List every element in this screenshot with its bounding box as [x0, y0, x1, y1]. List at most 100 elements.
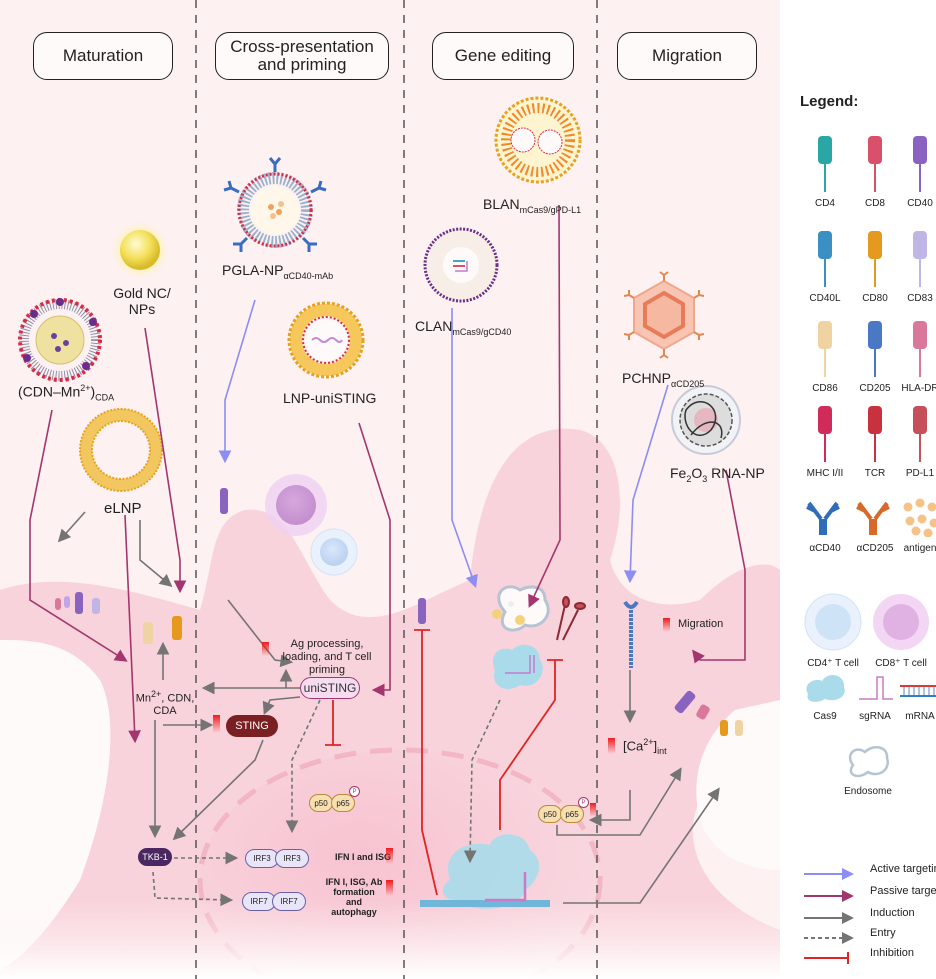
cdn-mn-nanoparticle	[18, 298, 102, 382]
fe2o3-nanoparticle	[671, 385, 741, 455]
arrow-icon	[804, 890, 854, 902]
legend-cd40: αCD40	[795, 475, 855, 554]
legend-antigen: antigen	[890, 475, 936, 554]
legend-cd86: CD86	[795, 315, 855, 394]
legend-cd40: CD40	[890, 130, 936, 209]
arrow-dna-to-markers	[563, 787, 720, 904]
entry-cas9-nucleus	[463, 699, 501, 864]
upregulate-ifn-icon	[386, 848, 393, 864]
legend-caption: CD40L	[809, 293, 841, 304]
upregulate-p65-icon	[590, 803, 596, 817]
irf7-node: IRF7	[242, 892, 276, 911]
inhibition-bar-icon	[804, 952, 849, 964]
arrow-gold-passive	[144, 327, 187, 594]
legend-caption: CD4	[814, 198, 835, 209]
cd205-receptor-migration	[623, 600, 639, 668]
legend-arrow-label: Active targeting	[870, 863, 936, 875]
label-lnp-unisting: LNP-uniSTING	[283, 390, 377, 406]
irf3-node: IRF3	[245, 849, 279, 868]
legend-caption: CD8	[864, 198, 885, 209]
upregulate-sting-icon	[213, 715, 220, 733]
cd40-receptor-gene	[418, 598, 426, 624]
inhibit-unisting-p65	[325, 700, 341, 746]
upregulate-ifn-ab-icon	[386, 880, 393, 896]
legend-caption: αCD40	[809, 543, 841, 554]
phospho-icon: P	[578, 797, 589, 808]
legend-arrow-label: Entry	[870, 927, 896, 939]
legend-cd205: CD205	[845, 315, 905, 394]
legend-pd-l1: PD-L1	[890, 400, 936, 479]
irf7-node: IRF7	[272, 892, 306, 911]
section-migration-label: Migration	[652, 46, 722, 65]
receptor-icon	[890, 475, 936, 537]
gold-nanoparticle	[112, 222, 168, 278]
pdl1-receptor-gene	[556, 596, 586, 641]
legend-caption: MHC I/II	[806, 468, 844, 479]
legend-title: Legend:	[800, 93, 859, 110]
legend-caption: CD80	[862, 293, 888, 304]
arrow-blan-passive	[528, 204, 561, 608]
cas9-cytoplasm	[492, 644, 543, 690]
section-gene-editing: Gene editing	[432, 32, 574, 80]
irf3-node: IRF3	[275, 849, 309, 868]
legend-hla-dr: HLA-DR	[890, 315, 936, 394]
legend-cd83: CD83	[890, 225, 936, 304]
phospho-icon: P	[349, 786, 360, 797]
legend-caption: HLA-DR	[901, 383, 936, 394]
legend-caption: TCR	[864, 468, 886, 479]
receptor-icon	[795, 225, 855, 287]
label-ifn-isg: IFN I and ISG	[335, 852, 392, 862]
receptor-icon	[890, 130, 936, 192]
p65-node: p65	[560, 805, 584, 823]
cd4-t-cell	[310, 528, 358, 576]
arrow-fe2o3-passive	[692, 469, 746, 664]
legend-caption: CD83	[907, 293, 933, 304]
label-pgla-np: PGLA-NPαCD40-mAb	[222, 262, 334, 281]
arrow-ca-to-p65	[588, 790, 631, 827]
tkb1-node: TKB-1	[138, 848, 172, 866]
inhibit-cas9-pdl1	[499, 659, 563, 830]
label-cdn-mn: (CDN–Mn2+)CDA	[18, 383, 115, 403]
legend-tcr: TCR	[845, 400, 905, 479]
arrow-unisting-to-sting	[262, 696, 301, 715]
upregulate-calcium-icon	[608, 738, 615, 754]
legend-mrna: mRNA	[890, 665, 936, 722]
section-maturation: Maturation	[33, 32, 173, 80]
receptor-icon	[795, 400, 855, 462]
lnp-unisting-nanoparticle	[287, 301, 365, 379]
receptor-icon	[845, 225, 905, 287]
surface-markers-maturation	[55, 592, 182, 644]
arrow-icon	[804, 912, 854, 924]
arrow-elnp-left	[57, 511, 86, 543]
legend-cd8-t-cell: CD8⁺ T cell	[868, 590, 934, 669]
pchnp-nanoparticle	[623, 271, 705, 359]
diagram-artwork	[0, 0, 780, 979]
legend-cd40l: CD40L	[795, 225, 855, 304]
arrow-elnp-to-markers	[139, 520, 173, 588]
arrow-pgla-active	[218, 299, 256, 464]
upregulate-icon	[262, 642, 269, 656]
arrow-tcell-to-ag	[227, 599, 294, 668]
section-migration: Migration	[617, 32, 757, 80]
arrow-icon	[804, 932, 854, 944]
sting-node: STING	[226, 715, 278, 737]
upregulate-migration-icon	[663, 618, 670, 632]
label-ag-processing: Ag processing, loading, and T cell primi…	[282, 638, 372, 676]
legend-arrow-label: Induction	[870, 907, 915, 919]
receptor-icon	[795, 475, 855, 537]
cd8-t-cell	[265, 474, 327, 536]
receptor-icon	[795, 130, 855, 192]
arrow-cdn-passive	[29, 409, 128, 662]
legend-cd205: αCD205	[845, 475, 905, 554]
receptor-icon	[845, 130, 905, 192]
legend-caption: antigen	[903, 543, 936, 554]
clan-nanoparticle	[423, 227, 499, 303]
arrow-sting-to-tkb1	[172, 739, 264, 841]
legend-caption: CD86	[812, 383, 838, 394]
label-fe2o3: Fe2O3 RNA-NP	[670, 465, 765, 484]
p50-node: p50	[538, 805, 562, 823]
legend-caption: PD-L1	[905, 468, 935, 479]
legend-cas9: Cas9	[795, 665, 855, 722]
receptor-icon	[845, 400, 905, 462]
section-maturation-label: Maturation	[62, 46, 144, 65]
